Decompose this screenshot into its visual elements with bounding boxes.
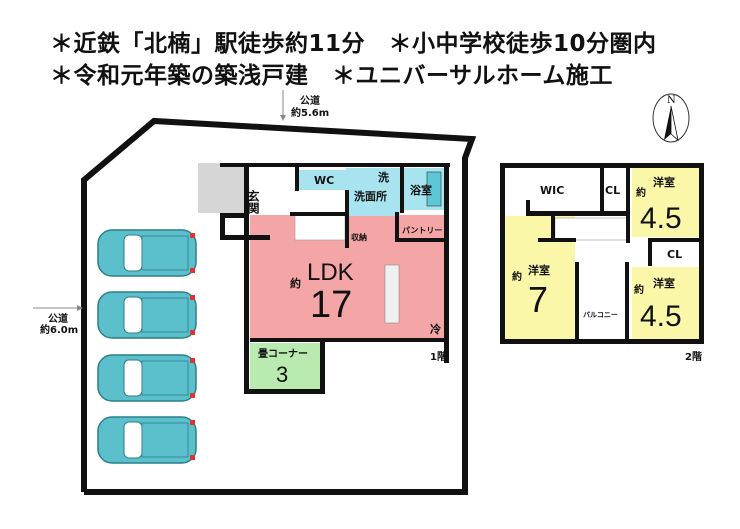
room-4-5a-prefix: 約	[636, 186, 646, 199]
room-4-5a-area	[632, 168, 700, 237]
stairs-2f	[554, 217, 629, 241]
floor-1-plan: 玄関 WC 洗 洗面所 浴室 パントリー 収納 約 LDK 17 冷 畳コーナー…	[198, 163, 450, 394]
lot-boundary	[81, 117, 477, 495]
balcony-label: バルコニー	[583, 311, 618, 319]
room-4-5b-prefix: 約	[634, 283, 644, 296]
washroom-area	[346, 168, 400, 216]
car-icon	[97, 354, 197, 402]
room-7-prefix: 約	[512, 270, 522, 283]
cl1-label: CL	[605, 184, 620, 197]
washroom-label: 洗面所	[354, 189, 387, 203]
ldk-prefix: 約	[290, 276, 301, 290]
porch	[198, 163, 244, 213]
bath-label: 浴室	[410, 183, 432, 197]
car-icon	[97, 291, 197, 339]
wc-label: WC	[314, 174, 334, 187]
compass-north-label: N	[667, 95, 676, 106]
wic-label: WIC	[540, 184, 564, 197]
tatami-area	[250, 343, 320, 393]
road-north-label: 公道	[300, 94, 320, 107]
headline-access: ＊近鉄「北楠」駅徒歩約11分 ＊小中学校徒歩10分圏内	[50, 31, 657, 57]
fridge-label: 冷	[430, 322, 441, 336]
road-west-width: 約6.0m	[40, 323, 78, 336]
ldk-size: 17	[310, 284, 352, 326]
room-7-size: 7	[528, 279, 548, 320]
headline-features: ＊令和元年築の築浅戸建 ＊ユニバーサルホーム施工	[50, 63, 613, 89]
bathtub	[426, 171, 442, 207]
room-4-5b-name: 洋室	[653, 276, 675, 290]
wc-area	[298, 170, 346, 190]
tatami-label: 畳コーナー	[258, 348, 308, 360]
road-north-width: 約5.6m	[291, 106, 329, 119]
storage-label: 収納	[351, 232, 367, 242]
floor-1-label: 1階	[430, 350, 447, 363]
entrance-label: 玄関	[246, 189, 260, 215]
wash-mark-label: 洗	[378, 170, 389, 184]
room-7-name: 洋室	[528, 263, 550, 277]
compass-icon: N	[652, 93, 690, 143]
parking-area	[97, 229, 197, 464]
ldk-label: LDK	[307, 259, 354, 286]
road-west-label: 公道	[48, 312, 68, 325]
floor-2-label: 2階	[685, 350, 702, 363]
room-4-5b-size: 4.5	[640, 300, 682, 333]
kitchen-counter	[384, 264, 400, 324]
tatami-size: 3	[276, 362, 288, 387]
pantry-label: パントリー	[402, 225, 442, 235]
road-west-annotation: 公道 約6.0m	[33, 305, 83, 336]
floor-2-plan: WIC CL CL 約 洋室 4.5 約 洋室 4.5 約 洋室 7 バルコニー…	[500, 163, 704, 363]
cl2-label: CL	[667, 248, 682, 261]
stairs-1f	[294, 214, 346, 241]
road-north-annotation: 公道 約5.6m	[280, 90, 329, 121]
room-4-5b-area	[632, 267, 700, 343]
room-4-5a-size: 4.5	[640, 202, 682, 235]
room-4-5a-name: 洋室	[653, 175, 675, 189]
car-icon	[97, 416, 197, 464]
car-icon	[97, 229, 197, 277]
